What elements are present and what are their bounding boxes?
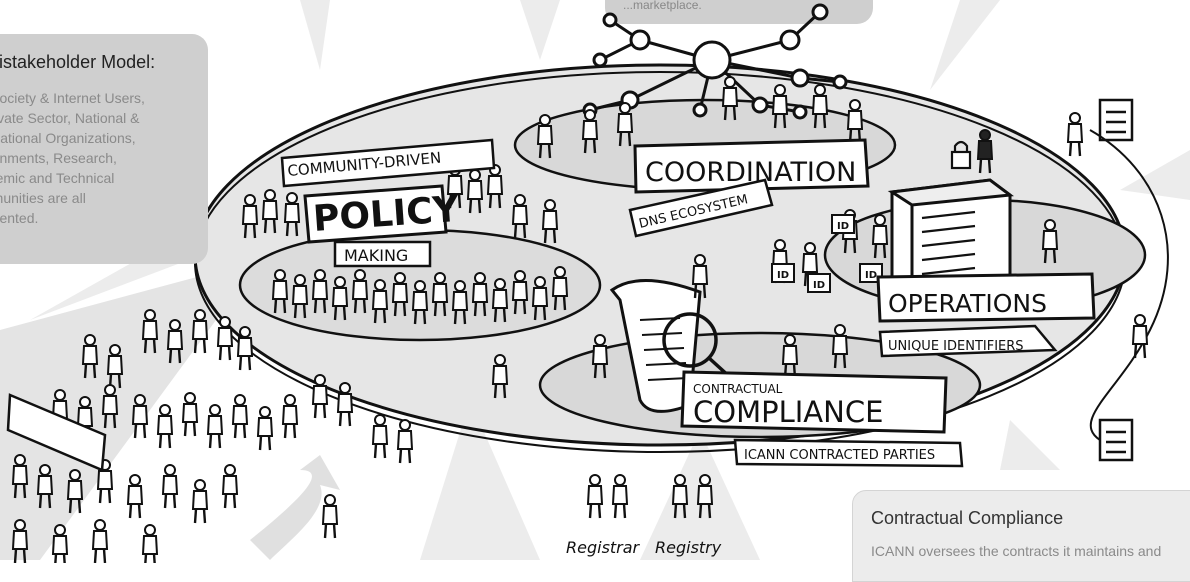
contractual-compliance-callout: Contractual Compliance ICANN oversees th… [852, 490, 1190, 582]
multistakeholder-title: ultistakeholder Model: [0, 52, 156, 72]
id-badge-label: ID [777, 270, 789, 281]
multistakeholder-body: il Society & Internet Users, Private Sec… [0, 90, 145, 226]
server-small-icon [1098, 98, 1134, 462]
contractual-compliance-title: Contractual Compliance [871, 508, 1064, 528]
banner-coordination: COORDINATION [633, 138, 870, 194]
contracted-parties-text: ICANN CONTRACTED PARTIES [744, 448, 935, 463]
registry-label: Registry [655, 538, 722, 557]
banner-operations: OPERATIONS [876, 272, 1096, 323]
banner-policy: POLICY [303, 184, 461, 244]
banner-making: MAKING [333, 240, 432, 268]
top-callout-text: ...marketplace. [623, 0, 702, 12]
network-node-icon [582, 3, 848, 120]
contractual-compliance-body: ICANN oversees the contracts it maintain… [871, 543, 1162, 559]
banner-community-driven: COMMUNITY-DRIVEN [280, 138, 496, 188]
policy-text: POLICY [312, 189, 461, 240]
making-text: MAKING [344, 246, 408, 265]
banner-contracted-parties: ICANN CONTRACTED PARTIES [733, 438, 964, 468]
id-badge-label: ID [865, 270, 877, 281]
padlock-icon [950, 140, 972, 170]
banner-compliance: CONTRACTUAL COMPLIANCE [680, 370, 948, 434]
server-rack-icon [887, 178, 1014, 292]
curved-arrow-icon [250, 455, 340, 560]
id-badge-label: ID [813, 280, 825, 291]
protest-banner [6, 393, 107, 472]
banner-unique-identifiers: UNIQUE IDENTIFIERS [878, 324, 1058, 358]
unique-identifiers-text: UNIQUE IDENTIFIERS [888, 339, 1024, 354]
compliance-text: COMPLIANCE [693, 395, 883, 429]
connection-line [1089, 129, 1169, 441]
id-badge-icons: ID ID ID ID [771, 214, 883, 293]
contractual-text: CONTRACTUAL [693, 382, 783, 396]
illustration-canvas: ID ID ID ID COMMUNITY-DRIVEN POLICY [0, 0, 1190, 563]
id-badge-label: ID [837, 221, 849, 232]
operations-text: OPERATIONS [888, 289, 1047, 318]
registrar-label: Registrar [566, 538, 641, 557]
multistakeholder-callout: ultistakeholder Model: il Society & Inte… [0, 34, 208, 264]
